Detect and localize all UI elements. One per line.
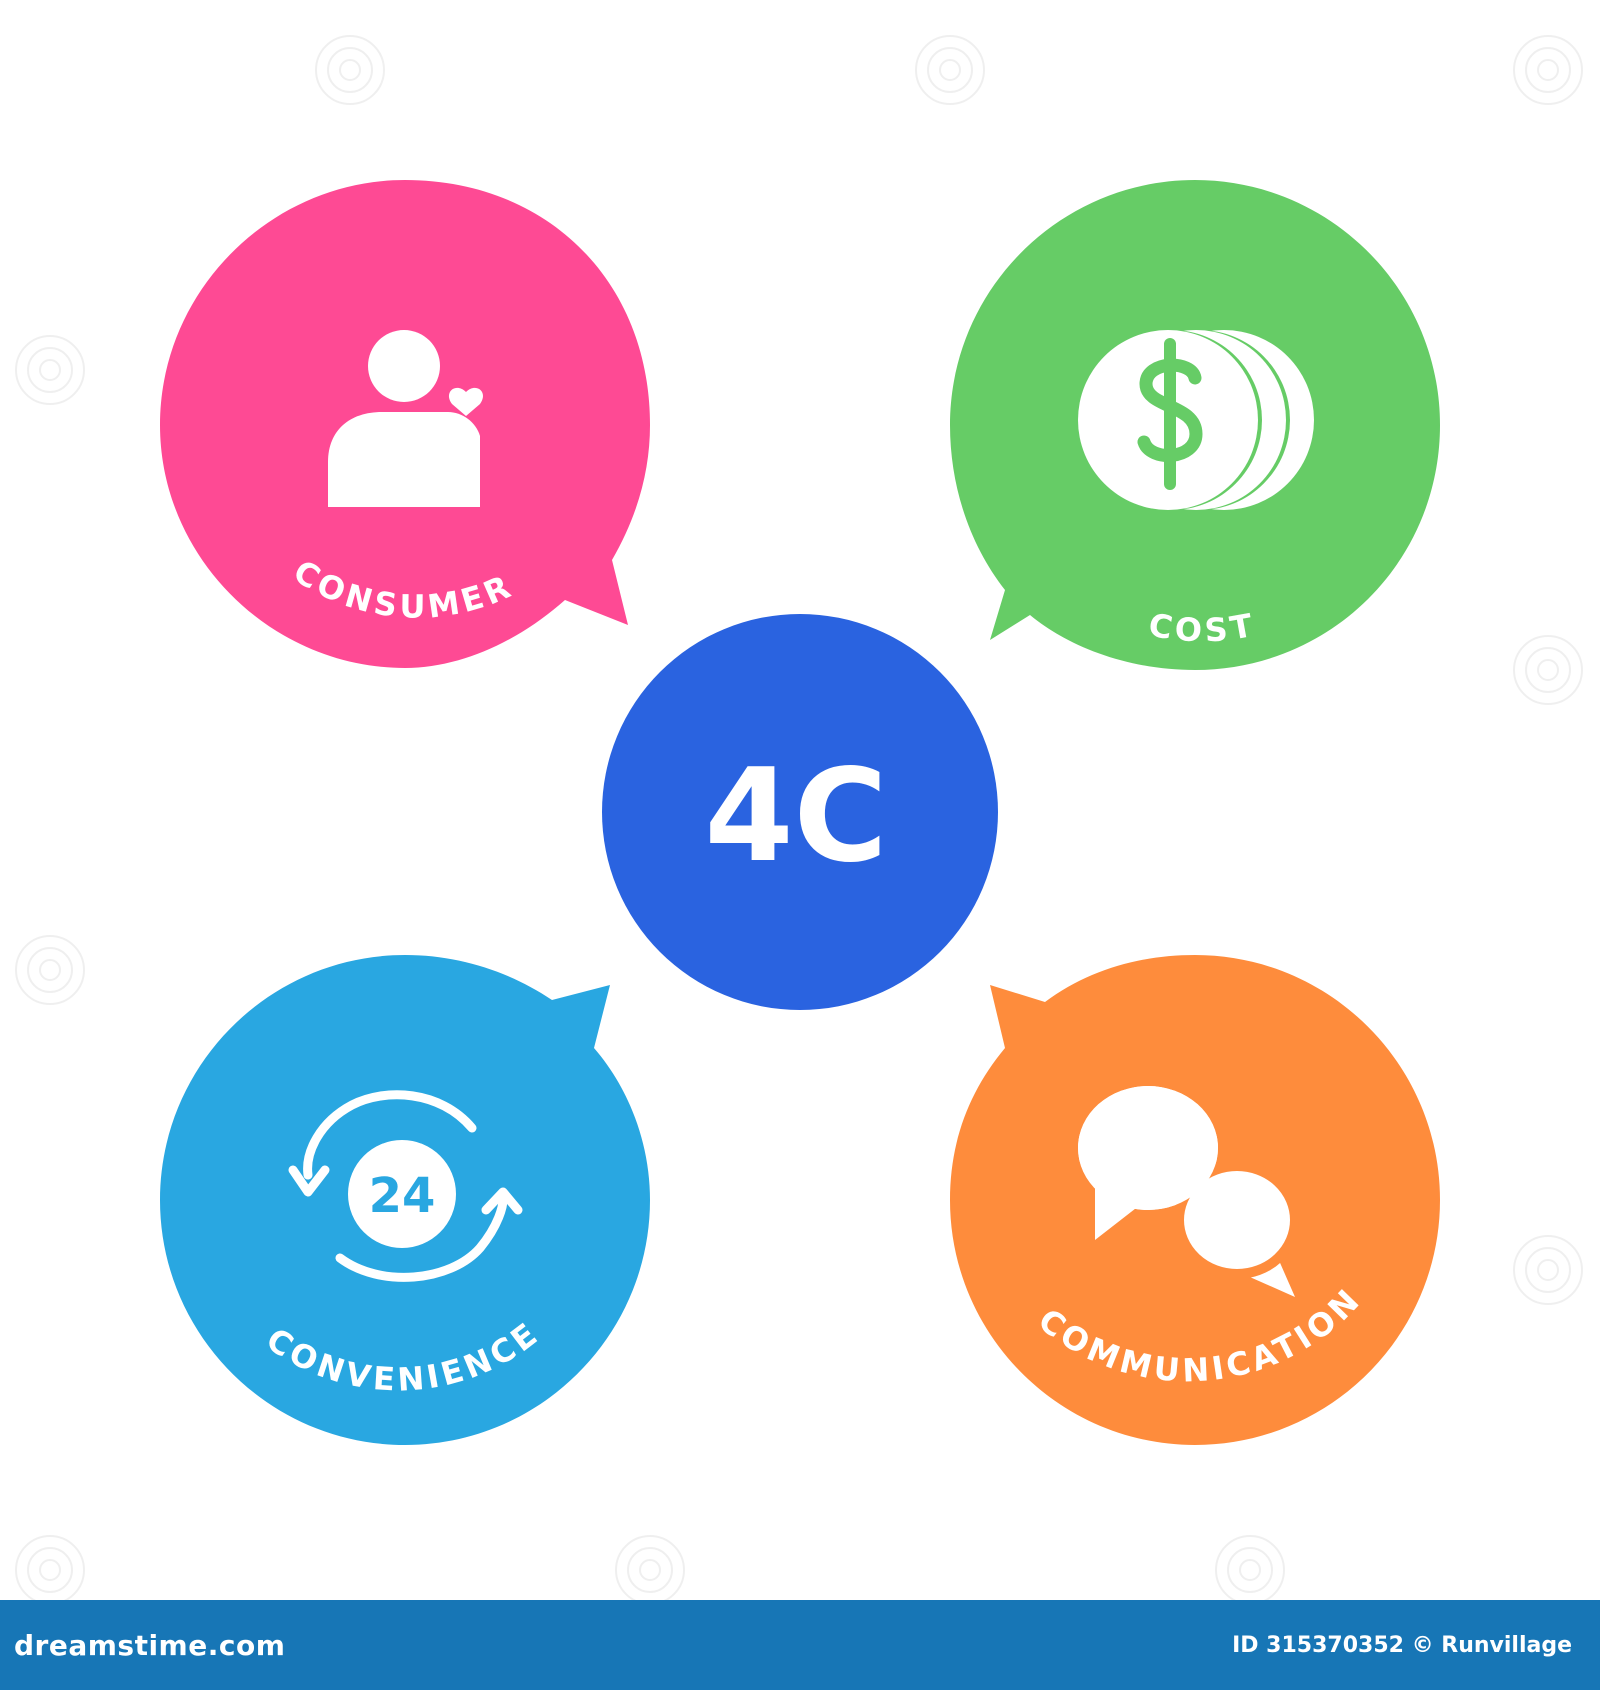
watermark-footer-bar: dreamstime.com ID 315370352 © Runvillage xyxy=(0,1600,1600,1690)
cost-label: COST xyxy=(1146,606,1260,650)
24-hour-badge xyxy=(348,1140,456,1248)
dollar-coins-icon xyxy=(1078,330,1314,510)
center-label: 4C xyxy=(705,742,888,891)
watermark-spiral-icon xyxy=(15,935,85,1005)
bubble-convenience: 24 CONVENIENCE xyxy=(160,955,650,1445)
watermark-spiral-icon xyxy=(315,35,385,105)
watermark-pattern xyxy=(15,35,1583,1600)
center-circle xyxy=(602,614,998,1010)
watermark-spiral-icon xyxy=(1513,635,1583,705)
watermark-logo: dreamstime.com xyxy=(14,1628,286,1662)
watermark-spiral-icon xyxy=(15,1535,85,1600)
bubble-cost: COST xyxy=(950,180,1440,670)
watermark-spiral-icon xyxy=(915,35,985,105)
watermark-spiral-icon xyxy=(1513,35,1583,105)
24-hour-badge-number: 24 xyxy=(369,1168,436,1224)
four-c-diagram: CONSUMER COST 24 CONVENIENCE xyxy=(15,35,1583,1600)
watermark-spiral-icon xyxy=(1215,1535,1285,1600)
person-heart-icon xyxy=(328,330,484,507)
watermark-spiral-icon xyxy=(15,335,85,405)
bubble-consumer: CONSUMER xyxy=(160,180,650,668)
watermark-spiral-icon xyxy=(615,1535,685,1600)
watermark-spiral-icon xyxy=(1513,1235,1583,1305)
bubble-communication: COMMUNICATION xyxy=(950,955,1440,1445)
center-node: 4C xyxy=(602,614,998,1010)
image-credit: ID 315370352 © Runvillage xyxy=(1232,1632,1572,1658)
24-hour-cycle-icon xyxy=(288,1090,523,1282)
chat-bubbles-icon xyxy=(1078,1086,1300,1297)
